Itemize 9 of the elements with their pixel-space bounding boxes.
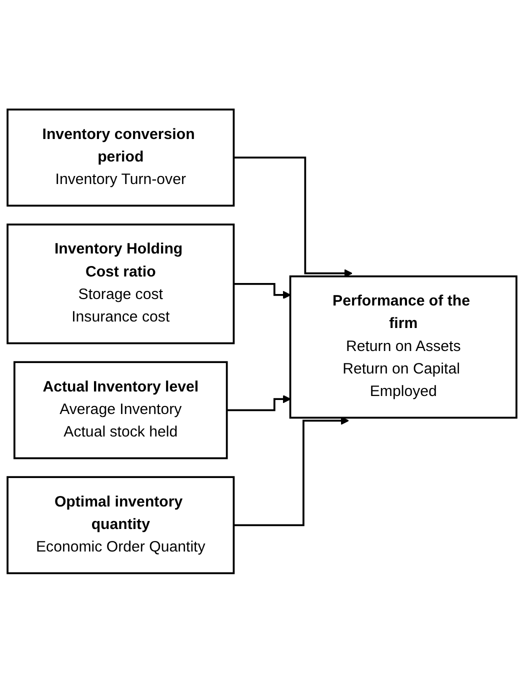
node-box: Inventory conversion period Inventory Turn-over: [6, 108, 235, 206]
node-box: Inventory Holding Cost ratio Storage cost Insurance cost: [6, 223, 235, 344]
node-box: Performance of the firm Return on Assets Return on Capital Employed: [289, 275, 518, 418]
arrow: [234, 156, 352, 278]
arrow: [234, 282, 291, 299]
arrow: [226, 394, 291, 411]
node-box: Optimal inventory quantity Economic Order Quantity: [6, 476, 235, 574]
node-box: Actual Inventory level Average Inventory Actual stock held: [13, 360, 228, 459]
arrow: [234, 416, 350, 526]
